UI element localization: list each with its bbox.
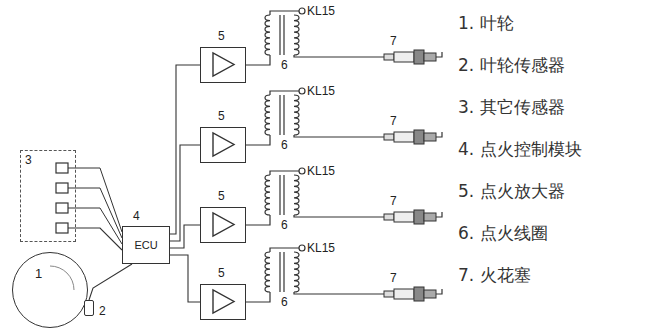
- callout-number: 2: [99, 305, 106, 318]
- terminal-name: KL15: [307, 5, 335, 18]
- sensor-group-box: 3: [20, 150, 76, 242]
- signal-wire: [170, 255, 200, 302]
- amplifier-box: 5: [200, 127, 246, 163]
- ignition-coil-channel: [246, 168, 442, 225]
- ecu-box: 4ECU: [122, 226, 170, 264]
- amplifier-symbol: [201, 48, 244, 81]
- legend-entry: 7. 火花塞: [458, 266, 531, 285]
- amplifier-box: 5: [200, 284, 246, 320]
- terminal-name: KL15: [307, 242, 335, 255]
- sensor-symbol: [56, 163, 68, 173]
- callout-number: 6: [281, 296, 288, 309]
- callout-number: 5: [218, 110, 225, 123]
- sensor-wire: [68, 228, 76, 229]
- amplifier-box: 5: [200, 47, 246, 83]
- signal-wire: [89, 264, 132, 300]
- signal-wire: [170, 65, 200, 234]
- sensor-symbol: [56, 223, 68, 233]
- terminal-name: KL15: [307, 165, 335, 178]
- signal-wire: [170, 145, 200, 241]
- callout-number: 5: [218, 30, 225, 43]
- callout-number: 4: [133, 210, 140, 223]
- impeller-vane: [50, 266, 74, 290]
- amplifier-symbol: [201, 128, 244, 161]
- signal-wire: [76, 228, 122, 250]
- ignition-coil-channel: [246, 88, 442, 145]
- sensor-wire: [68, 208, 122, 244]
- sensor-symbol: [56, 183, 68, 193]
- legend-entry: 1. 叶轮: [458, 14, 514, 33]
- legend-entry: 2. 叶轮传感器: [458, 56, 565, 75]
- amplifier-symbol: [201, 285, 244, 318]
- impeller-sensor: 2: [84, 300, 94, 316]
- amplifier-box: 5: [200, 207, 246, 243]
- callout-number: 6: [281, 219, 288, 232]
- callout-number: 3: [25, 154, 32, 167]
- callout-number: 5: [218, 190, 225, 203]
- sensor-symbol: [56, 203, 68, 213]
- callout-number: 1: [35, 267, 42, 281]
- callout-number: 5: [218, 267, 225, 280]
- signal-wire: [170, 225, 200, 248]
- callout-number: 7: [390, 272, 397, 285]
- callout-number: 7: [390, 115, 397, 128]
- legend-entry: 4. 点火控制模块: [458, 140, 582, 159]
- callout-number: 6: [281, 139, 288, 152]
- terminal-name: KL15: [307, 85, 335, 98]
- ignition-coil-channel: [246, 245, 442, 302]
- callout-number: 7: [390, 195, 397, 208]
- amplifier-symbol: [201, 208, 244, 241]
- ignition-coil-channel: [246, 8, 442, 65]
- impeller-circle: 1: [12, 252, 88, 328]
- legend-entry: 5. 点火放大器: [458, 182, 565, 201]
- callout-number: 6: [281, 59, 288, 72]
- legend-entry: 3. 其它传感器: [458, 98, 565, 117]
- callout-number: 7: [390, 35, 397, 48]
- legend-entry: 6. 点火线圈: [458, 224, 548, 243]
- box-title: ECU: [134, 239, 157, 251]
- sensor-wire: [68, 168, 122, 232]
